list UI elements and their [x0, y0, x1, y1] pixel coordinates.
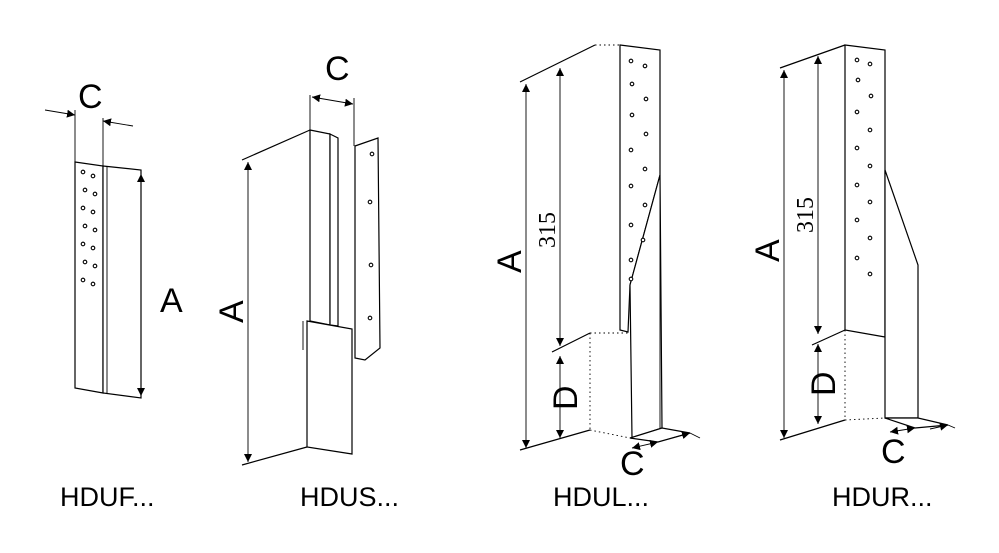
hdus-holes: [367, 151, 375, 321]
hdur-label-d: D: [805, 371, 843, 396]
hdul-label-a: A: [491, 250, 529, 273]
hduf-label-a: A: [160, 282, 183, 320]
hdus-label-c: C: [325, 50, 350, 88]
hdur-label-a: A: [749, 239, 787, 262]
hdur-label-c: C: [881, 433, 906, 471]
hdur-caption: HDUR...: [832, 482, 933, 512]
hdul-holes: [628, 58, 649, 282]
hdur-drawing: A 315 D C HDUR...: [749, 44, 956, 512]
hdul-dimension-a: A: [491, 84, 530, 448]
hdul-label-315: 315: [535, 212, 561, 248]
hdul-caption: HDUL...: [553, 482, 649, 512]
hdul-dimension-d: D: [547, 356, 585, 438]
hdus-label-a: A: [213, 300, 251, 323]
hdur-holes: [854, 57, 874, 277]
hdur-dimension-315: 315: [793, 56, 822, 334]
hdus-dimension-c: C: [309, 50, 355, 146]
hdur-dimension-d: D: [805, 344, 843, 424]
hdul-label-c: C: [620, 445, 645, 483]
hduf-drawing: C A HDUF...: [44, 78, 183, 512]
hduf-caption: HDUF...: [60, 482, 155, 512]
hdus-caption: HDUS...: [300, 482, 399, 512]
hduf-holes: [80, 169, 98, 287]
hdur-dimension-c: C: [881, 422, 956, 471]
hduf-label-c: C: [78, 78, 103, 116]
hdul-bracket: [519, 44, 691, 451]
hdur-dimension-a: A: [749, 70, 788, 438]
hdul-dimension-315: 315: [535, 68, 564, 346]
hduf-dimension-a: A: [137, 174, 183, 396]
hduf-dimension-c: C: [44, 78, 134, 166]
hdul-label-d: D: [547, 385, 585, 410]
hduf-bracket: [74, 161, 142, 399]
hdul-drawing: A 315 D C HDUL...: [491, 44, 701, 512]
hdus-drawing: C A HDUS...: [213, 50, 399, 512]
hdul-dimension-c: C: [620, 431, 701, 483]
hdus-dimension-a: A: [213, 162, 252, 462]
hdur-bracket: [779, 44, 949, 441]
hdus-bracket: [241, 129, 381, 466]
hdur-label-315: 315: [793, 197, 819, 233]
